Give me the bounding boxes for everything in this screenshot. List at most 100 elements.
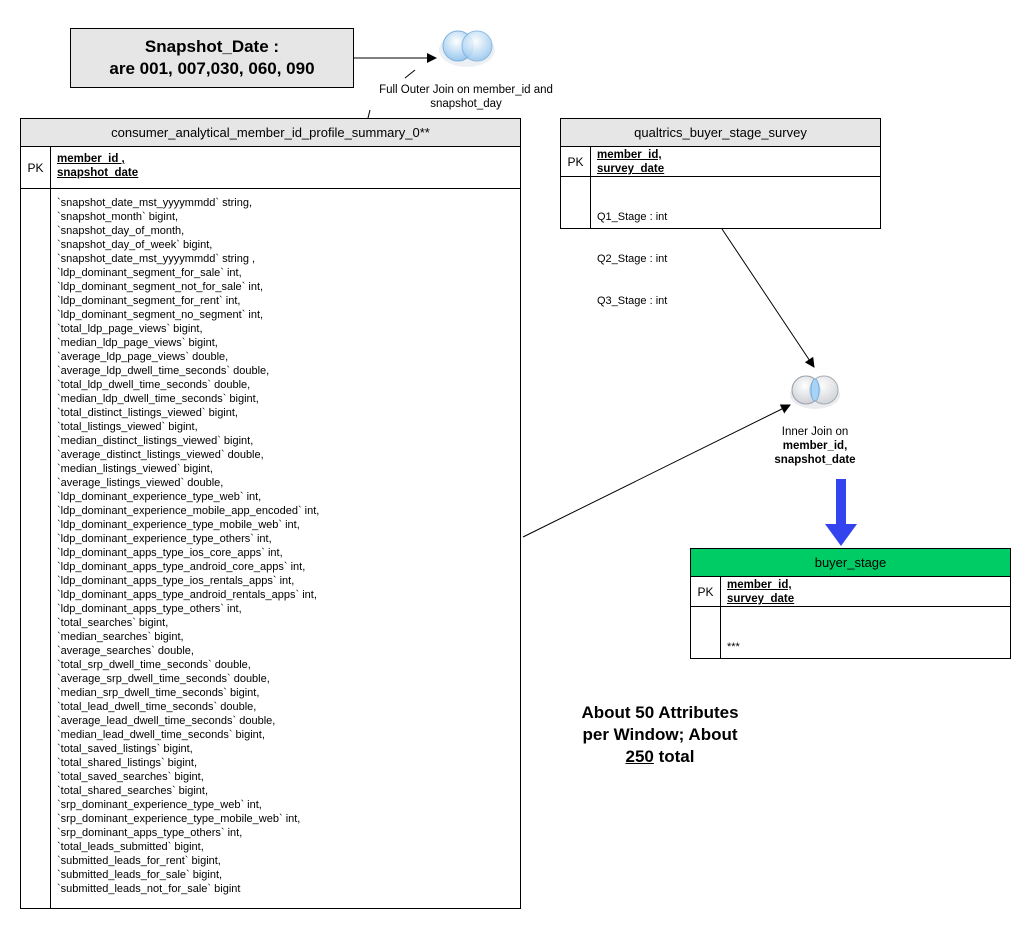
- profile-attribute: `snapshot_date_mst_yyyymmdd` string,: [57, 197, 253, 209]
- profile-attribute: `ldp_dominant_apps_type_android_core_app…: [57, 561, 306, 573]
- outer-join-label-line2: snapshot_day: [430, 98, 502, 110]
- profile-table-title: consumer_analytical_member_id_profile_su…: [21, 119, 520, 147]
- snapshot-note-line1: Snapshot_Date :: [144, 37, 280, 56]
- profile-attribute: `srp_dominant_experience_type_web` int,: [57, 799, 262, 811]
- buyer-stage-table: buyer_stage PK member_id, survey_date **…: [690, 548, 1011, 659]
- profile-attribute: `median_listings_viewed` bigint,: [57, 463, 213, 475]
- profile-pk-label: PK: [21, 147, 51, 188]
- profile-attribute: `average_lead_dwell_time_seconds` double…: [57, 715, 276, 727]
- survey-table-title: qualtrics_buyer_stage_survey: [561, 119, 880, 147]
- buyer-pk-label: PK: [691, 577, 721, 606]
- profile-attribute: `total_leads_submitted` bigint,: [57, 841, 204, 853]
- profile-attribute: `median_distinct_listings_viewed` bigint…: [57, 435, 254, 447]
- profile-attribute: `submitted_leads_not_for_sale` bigint: [57, 883, 241, 895]
- survey-attr-q2: Q2_Stage : int: [597, 253, 668, 265]
- profile-attribute: `total_srp_dwell_time_seconds` double,: [57, 659, 251, 671]
- profile-attributes-gutter: [21, 189, 51, 909]
- outer-join-label-tick: [404, 69, 416, 79]
- profile-attribute: `average_searches` double,: [57, 645, 194, 657]
- profile-attribute: `ldp_dominant_apps_type_android_rentals_…: [57, 589, 317, 601]
- profile-attribute: `total_listings_viewed` bigint,: [57, 421, 198, 433]
- buyer-attributes-section: ***: [691, 607, 1010, 659]
- snapshot-note-line2: are 001, 007,030, 060, 090: [109, 59, 315, 78]
- profile-attribute: `snapshot_day_of_week` bigint,: [57, 239, 213, 251]
- profile-attribute: `total_ldp_page_views` bigint,: [57, 323, 203, 335]
- profile-attribute: `ldp_dominant_segment_no_segment` int,: [57, 309, 264, 321]
- profile-attribute: `total_saved_searches` bigint,: [57, 771, 204, 783]
- survey-to-inner-join-arrow: [721, 228, 815, 368]
- survey-attributes-section: Q1_Stage : int Q2_Stage : int Q3_Stage :…: [561, 177, 880, 307]
- inner-join-label: Inner Join on member_id, snapshot_date: [755, 425, 875, 467]
- outer-join-label-line1: Full Outer Join on member_id and: [379, 84, 553, 96]
- profile-attribute: `ldp_dominant_segment_not_for_sale` int,: [57, 281, 264, 293]
- inner-join-label-line3: snapshot_date: [774, 454, 856, 466]
- summary-line2: per Window; About: [582, 725, 738, 744]
- inner-join-venn-icon: [790, 375, 840, 409]
- profile-key-member-id: member_id ,: [57, 153, 125, 165]
- summary-line1: About 50 Attributes: [581, 703, 739, 722]
- buyer-attributes-gutter: [691, 607, 721, 659]
- profile-attributes-section: `snapshot_date_mst_yyyymmdd` string, `sna…: [21, 189, 520, 909]
- survey-attr-q3: Q3_Stage : int: [597, 295, 668, 307]
- survey-pk-label: PK: [561, 147, 591, 176]
- buyer-attributes: ***: [721, 607, 751, 659]
- profile-attribute: `ldp_dominant_segment_for_sale` int,: [57, 267, 242, 279]
- snapshot-date-note: Snapshot_Date : are 001, 007,030, 060, 0…: [70, 28, 354, 88]
- profile-attribute: `srp_dominant_experience_type_mobile_web…: [57, 813, 301, 825]
- buyer-key-survey-date: survey_date: [727, 593, 795, 605]
- profile-attribute: `median_srp_dwell_time_seconds` bigint,: [57, 687, 260, 699]
- profile-attribute: `median_ldp_dwell_time_seconds` bigint,: [57, 393, 259, 405]
- profile-attribute: `total_shared_searches` bigint,: [57, 785, 209, 797]
- summary-total-word: total: [653, 747, 695, 766]
- profile-to-inner-join-arrow: [522, 404, 791, 538]
- buyer-pk-row: PK member_id, survey_date: [691, 577, 1010, 607]
- profile-attribute: `ldp_dominant_experience_type_web` int,: [57, 491, 262, 503]
- survey-attributes-gutter: [561, 177, 591, 229]
- attributes-summary: About 50 Attributes per Window; About 25…: [560, 702, 760, 768]
- profile-attribute: `ldp_dominant_apps_type_ios_core_apps` i…: [57, 547, 283, 559]
- profile-attribute: `average_ldp_page_views` double,: [57, 351, 229, 363]
- profile-attribute: `submitted_leads_for_sale` bigint,: [57, 869, 223, 881]
- profile-attribute: `average_srp_dwell_time_seconds` double,: [57, 673, 270, 685]
- survey-key-member-id: member_id,: [597, 149, 662, 161]
- profile-attribute: `submitted_leads_for_rent` bigint,: [57, 855, 221, 867]
- profile-key-snapshot-date: snapshot_date: [57, 167, 139, 179]
- profile-pk-row: PK member_id , snapshot_date: [21, 147, 520, 189]
- inner-join-label-line1: Inner Join on: [781, 426, 849, 438]
- inner-join-to-buyer-arrow: [825, 479, 857, 546]
- profile-attribute: `average_distinct_listings_viewed` doubl…: [57, 449, 264, 461]
- profile-attribute: `snapshot_month` bigint,: [57, 211, 179, 223]
- profile-attribute: `srp_dominant_apps_type_others` int,: [57, 827, 243, 839]
- profile-attribute: `median_lead_dwell_time_seconds` bigint,: [57, 729, 265, 741]
- profile-attribute: `ldp_dominant_experience_type_mobile_web…: [57, 519, 300, 531]
- profile-attribute: `snapshot_day_of_month,: [57, 225, 185, 237]
- profile-attribute: `average_ldp_dwell_time_seconds` double,: [57, 365, 270, 377]
- outer-join-to-profile-line: [367, 109, 371, 119]
- survey-table: qualtrics_buyer_stage_survey PK member_i…: [560, 118, 881, 307]
- profile-attribute: `ldp_dominant_apps_type_ios_rentals_apps…: [57, 575, 295, 587]
- buyer-table-title: buyer_stage: [691, 549, 1010, 577]
- buyer-key-member-id: member_id,: [727, 579, 792, 591]
- profile-attribute: `ldp_dominant_experience_type_others` in…: [57, 533, 272, 545]
- profile-attribute: `average_listings_viewed` double,: [57, 477, 224, 489]
- buyer-attr-placeholder: ***: [727, 641, 740, 653]
- profile-attribute: `snapshot_date_mst_yyyymmdd` string ,: [57, 253, 256, 265]
- profile-attribute: `median_searches` bigint,: [57, 631, 184, 643]
- profile-attributes: `snapshot_date_mst_yyyymmdd` string, `sna…: [51, 189, 325, 909]
- summary-total-number: 250: [625, 747, 654, 766]
- profile-attribute: `ldp_dominant_experience_mobile_app_enco…: [57, 505, 320, 517]
- profile-attribute: `median_ldp_page_views` bigint,: [57, 337, 218, 349]
- profile-attribute: `total_searches` bigint,: [57, 617, 169, 629]
- profile-keys: member_id , snapshot_date: [51, 147, 144, 188]
- profile-attribute: `total_shared_listings` bigint,: [57, 757, 198, 769]
- survey-attributes: Q1_Stage : int Q2_Stage : int Q3_Stage :…: [591, 177, 673, 307]
- profile-attribute: `total_distinct_listings_viewed` bigint,: [57, 407, 238, 419]
- profile-attribute: `ldp_dominant_segment_for_rent` int,: [57, 295, 241, 307]
- buyer-keys: member_id, survey_date: [721, 577, 800, 606]
- outer-join-label: Full Outer Join on member_id and snapsho…: [365, 83, 567, 111]
- profile-attribute: `total_lead_dwell_time_seconds` double,: [57, 701, 257, 713]
- outer-join-venn-icon: [439, 30, 495, 67]
- profile-attribute: `total_saved_listings` bigint,: [57, 743, 193, 755]
- inner-join-label-line2: member_id,: [782, 440, 848, 452]
- profile-summary-table: consumer_analytical_member_id_profile_su…: [20, 118, 521, 909]
